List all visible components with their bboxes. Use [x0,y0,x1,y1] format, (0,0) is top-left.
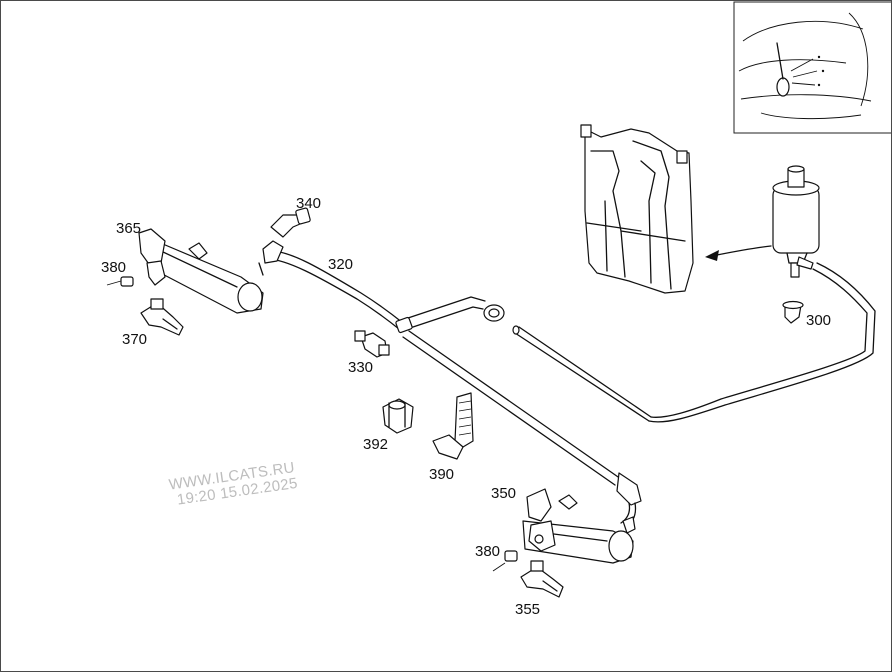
bracket-355 [520,560,564,598]
grommet-300 [782,300,804,324]
label-300: 300 [806,312,831,329]
label-370: 370 [122,331,147,348]
label-355: 355 [515,601,540,618]
pin-380-lower [492,550,518,572]
bracket-370 [140,298,184,336]
label-380-upper: 380 [101,259,126,276]
washer-reservoir [580,124,694,294]
label-390: 390 [429,466,454,483]
label-380-lower: 380 [475,543,500,560]
label-340: 340 [296,195,321,212]
label-350: 350 [491,485,516,502]
label-392: 392 [363,436,388,453]
hose-320 [266,250,876,528]
label-365: 365 [116,220,141,237]
clip-390 [432,392,474,460]
pin-380-upper [106,276,134,287]
nozzle-lower [522,488,636,564]
label-320: 320 [328,256,353,273]
elbow-340 [258,207,311,276]
label-330: 330 [348,359,373,376]
watermark: WWW.ILCATS.RU 19:20 15.02.2025 [168,459,299,509]
pump-arrow [705,245,772,261]
clip-392 [382,398,414,434]
nozzle-upper [138,228,264,314]
locator-inset [733,1,891,134]
washer-pump [772,165,820,278]
connector-330 [354,330,390,358]
